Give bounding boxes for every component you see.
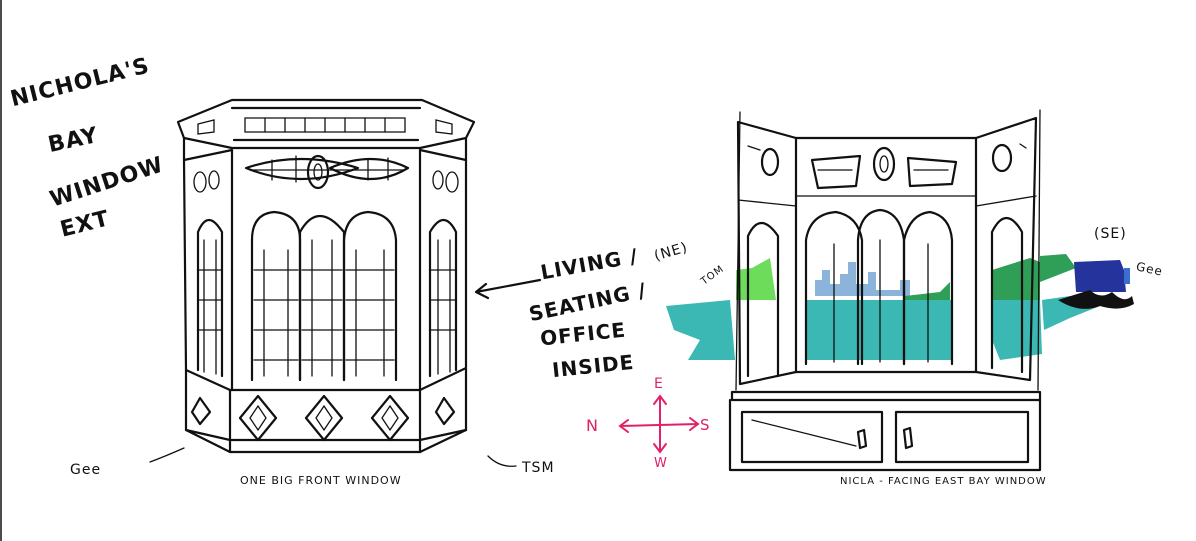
trees-far-right: [1040, 254, 1076, 282]
exterior-bay-window-sketch: [149, 98, 517, 467]
compass-west: W: [654, 456, 668, 471]
interior-bay-window-sketch: [666, 109, 1134, 472]
water-center: [805, 300, 953, 360]
left-artist-label: Gee: [70, 462, 102, 478]
se-direction-label: (SE): [1094, 226, 1127, 242]
left-sketch-caption: ONE BIG FRONT WINDOW: [240, 474, 402, 487]
right-artist-label: TSM: [522, 460, 555, 476]
trees-right: [992, 258, 1040, 300]
compass-east: E: [654, 376, 664, 392]
compass-rose: [618, 394, 700, 454]
city-skyline: [815, 262, 910, 296]
arrow-to-exterior: [474, 278, 542, 300]
compass-north: N: [586, 416, 599, 435]
compass-south: S: [700, 416, 711, 434]
trees-left: [736, 258, 776, 300]
water-left: [666, 300, 735, 360]
blue-house: [1058, 260, 1134, 309]
trees-center: [905, 282, 950, 300]
water-right: [992, 300, 1042, 360]
right-sketch-caption: NICLA - FACING EAST BAY WINDOW: [840, 476, 1047, 487]
